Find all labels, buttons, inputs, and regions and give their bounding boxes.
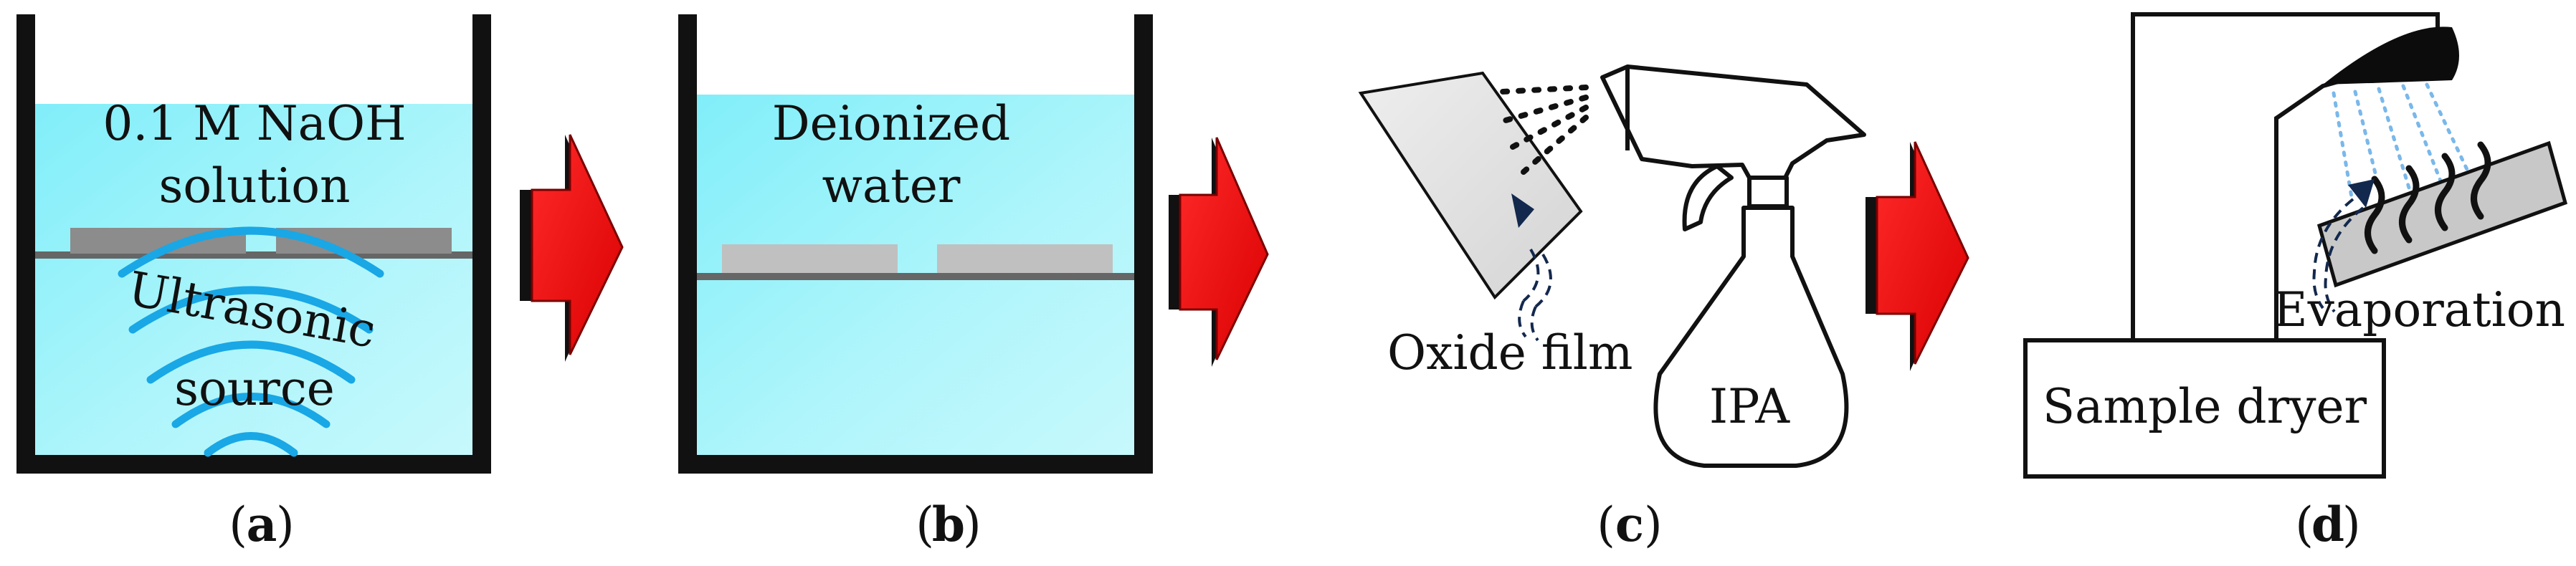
caption-c: ( c ) [1597,497,1663,552]
naoh-liquid [26,104,482,464]
flow-arrowhead [2348,179,2375,208]
water-label-line1: Deionized [772,96,1011,151]
process-arrow-icon [520,134,624,362]
water-label-line2: water [822,158,961,214]
ipa-label: IPA [1709,379,1790,434]
panel-d: Sample dryer Evaporation ( d ) [2023,12,2568,552]
beaker-a [16,14,491,474]
svg-text:(: ( [1597,497,1615,552]
dryer-base [2023,338,2386,479]
svg-text:c: c [1615,497,1644,552]
sample-b-right [937,244,1113,273]
airflow-icon [2312,198,2364,313]
source-label: source [174,361,335,416]
panel-c: Oxide film IPA ( c ) [1358,64,1866,552]
panel-b: Deionized water ( b ) [678,14,1153,552]
svg-text:): ) [2342,497,2361,552]
process-arrow-icon [1169,137,1269,367]
oxide-film-label: Oxide film [1387,325,1632,380]
svg-text:(: ( [229,497,247,552]
airflow-icon [2332,82,2472,199]
svg-text:(: ( [2295,497,2314,552]
sound-wave-icon [118,226,384,457]
vapor-curl-icon [2364,141,2491,254]
svg-text:d: d [2311,497,2344,552]
svg-text:a: a [247,497,277,552]
evaporation-label: Evaporation [2273,282,2565,337]
spray-mist [1499,85,1589,175]
oxide-film [1358,71,1583,300]
process-arrow-icon [1866,141,1969,371]
solution-label-line2: solution [158,158,350,214]
dryer-nozzle [2323,27,2459,85]
caption-b: ( b ) [916,497,982,552]
sample-b-left [722,244,898,273]
svg-text:b: b [932,497,965,552]
airflow-icon [1518,248,1552,342]
sample-dryer-label: Sample dryer [2043,379,2367,434]
beaker-b [678,14,1153,474]
flow-arrowhead [1511,193,1534,228]
panel-a: 0.1 M NaOH solution Ultrasonic source ( … [16,14,491,552]
svg-text:): ) [1644,497,1663,552]
svg-text:): ) [276,497,295,552]
caption-d: ( d ) [2295,497,2361,552]
svg-text:(: ( [916,497,934,552]
caption-a: ( a ) [229,497,295,552]
svg-text:): ) [963,497,982,552]
sample-on-stage [2316,140,2568,288]
spray-bottle-icon [1600,64,1866,468]
solution-label-line1: 0.1 M NaOH [103,96,406,151]
